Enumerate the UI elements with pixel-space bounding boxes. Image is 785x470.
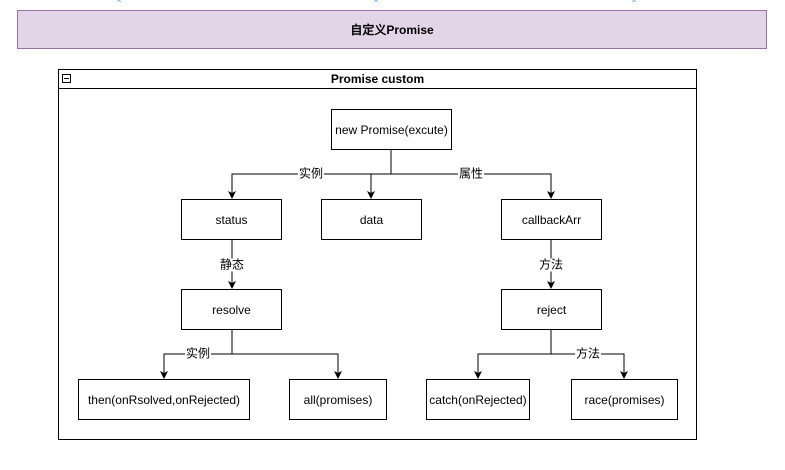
node-reject[interactable]: reject <box>501 289 602 330</box>
container-header[interactable]: Promise custom <box>59 70 696 89</box>
node-label: data <box>359 212 384 227</box>
selection-handle[interactable]: x <box>117 0 123 4</box>
node-label: then(onRsolved,onRejected) <box>87 392 241 407</box>
node-label: reject <box>536 302 567 317</box>
node-label: all(promises) <box>303 392 373 407</box>
node-callback-arr[interactable]: callbackArr <box>501 199 602 240</box>
banner-title: 自定义Promise <box>350 23 434 37</box>
node-resolve[interactable]: resolve <box>181 289 282 330</box>
node-race[interactable]: race(promises) <box>571 379 678 420</box>
node-label: race(promises) <box>584 392 665 407</box>
node-label: resolve <box>212 302 251 317</box>
selection-handle[interactable]: x <box>632 0 638 4</box>
node-data[interactable]: data <box>321 199 422 240</box>
edge-label-static: 静态 <box>218 257 246 272</box>
node-then[interactable]: then(onRsolved,onRejected) <box>78 379 250 420</box>
edge-label-method: 方法 <box>574 346 602 361</box>
edge-root-callback <box>391 173 555 199</box>
node-new-promise[interactable]: new Promise(excute) <box>331 109 452 150</box>
edge-root-data <box>367 173 391 199</box>
banner-title-box[interactable]: 自定义Promise <box>17 10 767 49</box>
node-label: status <box>215 212 248 227</box>
node-label: callbackArr <box>521 212 582 227</box>
edge-reject-catch <box>474 330 552 379</box>
edge-label-instance: 实例 <box>184 346 212 361</box>
edge-label-method: 方法 <box>537 257 565 272</box>
edge-label-instance: 实例 <box>297 166 325 181</box>
node-label: new Promise(excute) <box>335 122 448 137</box>
node-catch[interactable]: catch(onRejected) <box>426 379 530 420</box>
container-title: Promise custom <box>330 72 425 86</box>
edge-resolve-all <box>232 353 342 379</box>
edge-label-property: 属性 <box>457 166 485 181</box>
node-label: catch(onRejected) <box>429 392 527 407</box>
node-all[interactable]: all(promises) <box>289 379 387 420</box>
selection-handle[interactable]: x <box>374 0 380 4</box>
node-status[interactable]: status <box>181 199 282 240</box>
collapse-icon[interactable] <box>62 74 71 83</box>
